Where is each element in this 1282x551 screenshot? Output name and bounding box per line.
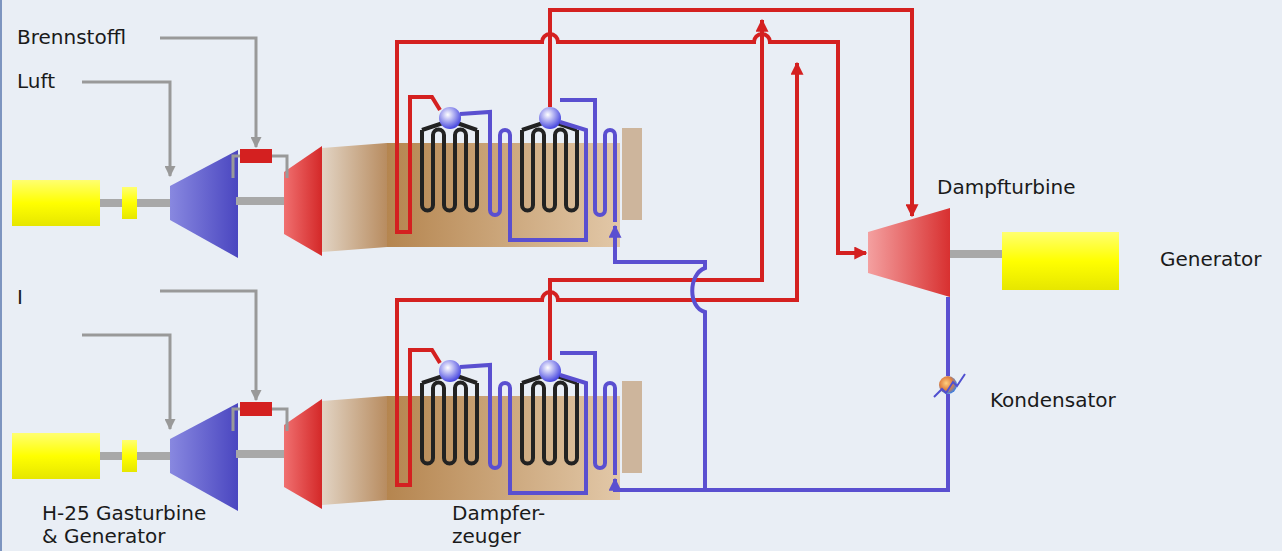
- text-label: Brennstoffl: [15, 26, 128, 49]
- text-label: I: [15, 286, 25, 309]
- condenser-coil: [934, 374, 965, 397]
- generator-symbol: [1002, 232, 1119, 290]
- text-label: H-25 Gasturbine & Generator: [40, 502, 211, 548]
- gas-turbine-unit: [12, 291, 642, 511]
- feedwater-line: [615, 226, 705, 490]
- steam-turbine-symbol: [868, 208, 950, 297]
- frame-line: [0, 0, 2, 551]
- text-label: Dampfer- zeuger: [450, 502, 584, 548]
- condensate-line: [946, 297, 950, 376]
- text-label: Generator: [1158, 248, 1264, 271]
- feedwater-line: [615, 394, 948, 490]
- shaft: [950, 250, 1004, 258]
- text-label: Luft: [15, 70, 57, 93]
- text-label: Dampfturbine: [935, 176, 1078, 199]
- steam-line: [550, 20, 762, 360]
- gas-turbine-unit: [12, 38, 642, 258]
- text-label: Kondensator: [988, 389, 1118, 412]
- steam-line: [397, 63, 797, 399]
